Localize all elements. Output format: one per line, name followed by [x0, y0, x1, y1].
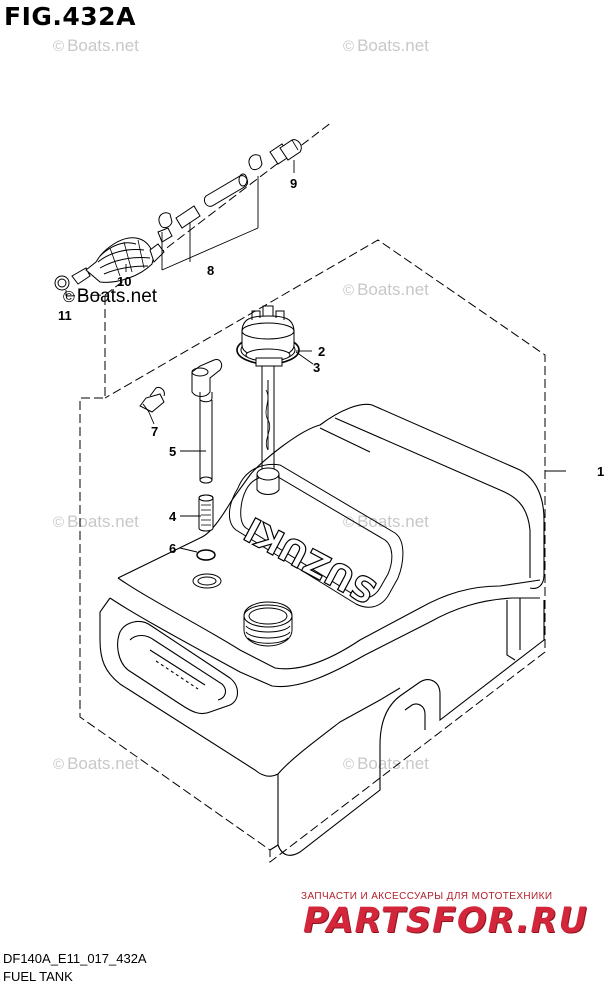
- filler-cap: [243, 601, 293, 647]
- watermark: ©Boats.net: [53, 754, 139, 773]
- figure-name: FUEL TANK: [3, 969, 73, 984]
- watermark: ©Boats.net: [53, 512, 139, 531]
- connector-part: [269, 139, 302, 165]
- callout-6: 6: [169, 541, 176, 556]
- hose-clamp: [158, 154, 263, 229]
- fuel-gauge-assembly: [241, 305, 295, 495]
- figure-code: DF140A_E11_017_432A: [3, 951, 147, 966]
- callout-3: 3: [313, 360, 320, 375]
- primer-bulb: [71, 227, 173, 285]
- watermark: ©Boats.net: [343, 280, 429, 299]
- hose-part: [175, 173, 249, 229]
- watermark: ©Boats.net: [343, 754, 429, 773]
- assembly-boundary: [65, 121, 546, 864]
- suzuki-emboss-panel: SUZUKI SUZUKI: [229, 463, 404, 612]
- callout-11: 11: [58, 308, 72, 323]
- callout-7: 7: [151, 424, 158, 439]
- clip-part: [54, 275, 70, 291]
- suzuki-brand-outline: SUZUKI: [238, 508, 383, 611]
- watermark: ©Boats.net: [343, 36, 429, 55]
- shop-logo: PARTSFOR.RU: [303, 901, 588, 941]
- callout-8: 8: [207, 263, 214, 278]
- pickup-tube-assembly: [191, 359, 223, 484]
- watermark: ©Boats.net: [53, 36, 139, 55]
- tank-port: [192, 573, 222, 589]
- filter-part: [198, 494, 214, 532]
- shop-subtitle: ЗАПЧАСТИ И АКСЕССУАРЫ ДЛЯ МОТОТЕХНИКИ: [301, 891, 553, 902]
- callout-1: 1: [597, 464, 604, 479]
- callout-10: 10: [117, 274, 131, 289]
- callout-5: 5: [169, 444, 176, 459]
- watermark-overlay: ©Boats.net: [63, 286, 158, 307]
- callout-2: 2: [318, 344, 325, 359]
- callout-9: 9: [290, 176, 297, 191]
- leader-lines: [65, 160, 566, 553]
- fitting-part: [139, 387, 165, 413]
- watermark: ©Boats.net: [343, 512, 429, 531]
- callout-4: 4: [169, 509, 177, 524]
- figure-title: FIG.432A: [4, 2, 136, 31]
- o-ring-small: [196, 549, 216, 561]
- fuel-tank-body: [99, 403, 545, 856]
